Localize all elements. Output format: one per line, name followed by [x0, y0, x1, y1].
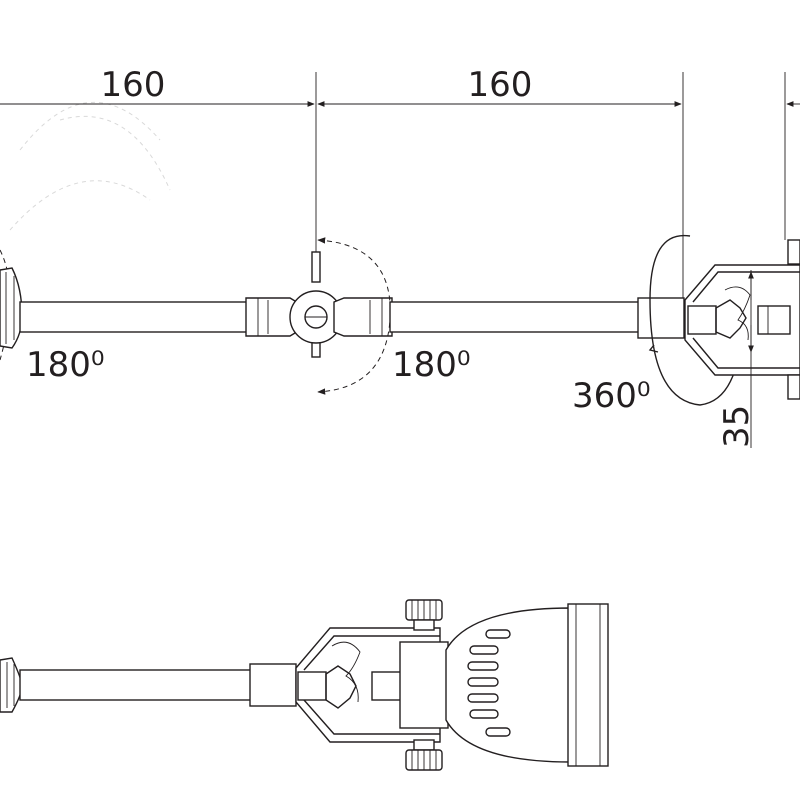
side-collar — [249, 663, 297, 707]
side-arm-tube — [19, 669, 253, 701]
rotation-label-left: 180⁰ — [26, 345, 105, 385]
extension-lines — [315, 72, 786, 300]
dimension-arm1: 160 — [0, 65, 315, 107]
head-yoke-top — [684, 239, 800, 400]
side-view — [0, 599, 609, 771]
dimension-arm2: 160 — [317, 65, 682, 107]
dimension-arm2-label: 160 — [468, 65, 533, 105]
middle-joint-collar-right — [333, 297, 393, 337]
side-end-cap — [0, 657, 23, 713]
ghost-rotation-arcs — [9, 102, 171, 231]
joint-left-end — [0, 267, 23, 349]
side-knob-bottom — [405, 739, 443, 771]
side-lamp-head — [399, 603, 609, 767]
rotation-label-base: 360⁰ — [572, 376, 651, 416]
rotation-label-middle: 180⁰ — [392, 345, 471, 385]
side-knob-top — [405, 599, 443, 631]
arm-tube-2 — [389, 301, 641, 333]
dimension-arm1-label: 160 — [101, 65, 166, 105]
rotation-arc-middle — [317, 237, 391, 395]
dimension-height: 35 — [717, 270, 757, 448]
head-collar — [637, 297, 685, 339]
dimension-height-label: 35 — [717, 405, 757, 448]
arm-tube-1 — [19, 301, 251, 333]
top-view: 160 160 — [0, 65, 800, 448]
